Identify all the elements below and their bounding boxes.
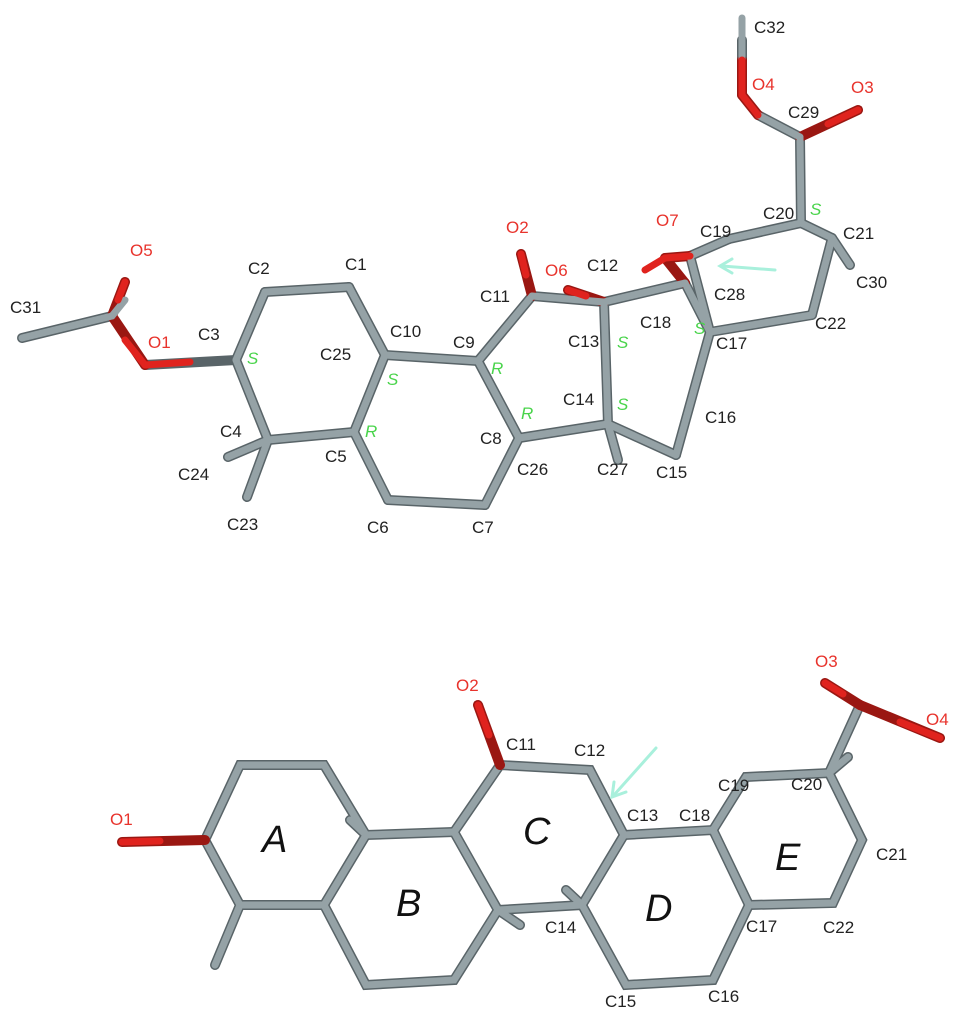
top-label-c6: C6: [367, 518, 389, 537]
top-label-c13: C13: [568, 332, 599, 351]
ring-label-e: E: [775, 837, 801, 879]
top-label-c28: C28: [714, 285, 745, 304]
stereo-c10: S: [387, 370, 399, 389]
top-label-c21: C21: [843, 224, 874, 243]
bottom-label-c18: C18: [679, 806, 710, 825]
top-label-o5: O5: [130, 241, 153, 260]
top-label-c19: C19: [700, 222, 731, 241]
top-label-c30: C30: [856, 273, 887, 292]
stereo-c8: R: [521, 404, 533, 423]
top-carbon-bonds: [18, 14, 854, 509]
bottom-label-c15: C15: [605, 992, 636, 1011]
top-label-c4: C4: [220, 422, 242, 441]
bottom-structure: A B C D E C11 C12 C13 C18 C19 C20 C21 C2…: [110, 652, 949, 1011]
top-label-c2: C2: [248, 259, 270, 278]
stereo-c14: S: [617, 395, 629, 414]
top-label-c5: C5: [325, 447, 347, 466]
bottom-label-c16: C16: [708, 987, 739, 1006]
top-label-c20: C20: [763, 204, 794, 223]
top-label-c12: C12: [587, 256, 618, 275]
top-label-c26: C26: [517, 460, 548, 479]
bottom-oxygen-labels: O1 O2 O3 O4: [110, 652, 949, 829]
bottom-ring-labels: A B C D E: [260, 811, 801, 930]
top-structure: C2 C1 C31 C3 C25 C10 C9 C11 C12 C13 C18 …: [10, 14, 887, 537]
top-oxygen-labels: O5 O1 O2 O6 O7 O4 O3: [130, 75, 874, 352]
bottom-label-c11: C11: [506, 735, 536, 754]
bottom-label-o4: O4: [926, 710, 949, 729]
top-label-c25: C25: [320, 345, 351, 364]
stereo-c3: S: [247, 349, 259, 368]
stereo-c17: S: [694, 319, 706, 338]
bottom-label-c13: C13: [627, 806, 658, 825]
top-label-c24: C24: [178, 465, 209, 484]
top-label-c27: C27: [597, 460, 628, 479]
top-label-c29: C29: [788, 103, 819, 122]
bottom-label-c19: C19: [718, 776, 749, 795]
top-label-c9: C9: [453, 333, 475, 352]
top-label-c10: C10: [390, 322, 421, 341]
top-label-o7: O7: [656, 211, 679, 230]
stereo-c9: R: [491, 359, 503, 378]
ring-label-c: C: [523, 811, 551, 853]
bottom-carbon-labels: C11 C12 C13 C18 C19 C20 C21 C22 C17 C14 …: [506, 735, 907, 1011]
top-label-c22: C22: [815, 314, 846, 333]
top-label-c17: C17: [716, 334, 747, 353]
top-label-o1: O1: [148, 333, 171, 352]
top-label-c15: C15: [656, 463, 687, 482]
bottom-oxygen-bonds: [118, 679, 944, 846]
top-label-c32: C32: [754, 18, 785, 37]
bottom-label-o3: O3: [815, 652, 838, 671]
top-label-c18: C18: [640, 313, 671, 332]
stereo-c5: R: [365, 422, 377, 441]
bottom-label-c14: C14: [545, 918, 576, 937]
top-oxygen-bonds: [114, 56, 862, 369]
bottom-label-o1: O1: [110, 810, 133, 829]
bottom-label-c20: C20: [791, 775, 822, 794]
top-label-c11: C11: [480, 287, 510, 306]
bottom-label-c17: C17: [746, 917, 777, 936]
top-label-c8: C8: [480, 429, 502, 448]
bottom-arrow: [610, 746, 658, 800]
bottom-label-c22: C22: [823, 918, 854, 937]
top-bond-shadows: [17, 35, 855, 510]
top-label-c7: C7: [472, 518, 494, 537]
top-label-o6: O6: [545, 261, 568, 280]
top-label-o3: O3: [851, 78, 874, 97]
top-label-o4: O4: [752, 75, 775, 94]
ring-label-d: D: [645, 888, 672, 930]
top-carbon-labels: C2 C1 C31 C3 C25 C10 C9 C11 C12 C13 C18 …: [10, 18, 887, 537]
top-label-c3: C3: [198, 325, 220, 344]
bottom-label-c21: C21: [876, 845, 907, 864]
stereo-c20: S: [810, 200, 822, 219]
top-stereo-labels: S S R R R S S S S: [247, 200, 822, 441]
top-oxygen-bond-shadows: [107, 55, 863, 370]
top-label-c1: C1: [345, 255, 367, 274]
top-label-c14: C14: [563, 390, 594, 409]
top-label-c31: C31: [10, 298, 41, 317]
bottom-label-o2: O2: [456, 676, 479, 695]
bottom-label-c12: C12: [574, 741, 605, 760]
top-arrow: [717, 257, 777, 275]
stereo-c13: S: [617, 333, 629, 352]
top-label-c23: C23: [227, 515, 258, 534]
ring-label-a: A: [260, 819, 287, 861]
top-label-o2: O2: [506, 218, 529, 237]
top-label-c16: C16: [705, 408, 736, 427]
ring-label-b: B: [396, 883, 421, 925]
